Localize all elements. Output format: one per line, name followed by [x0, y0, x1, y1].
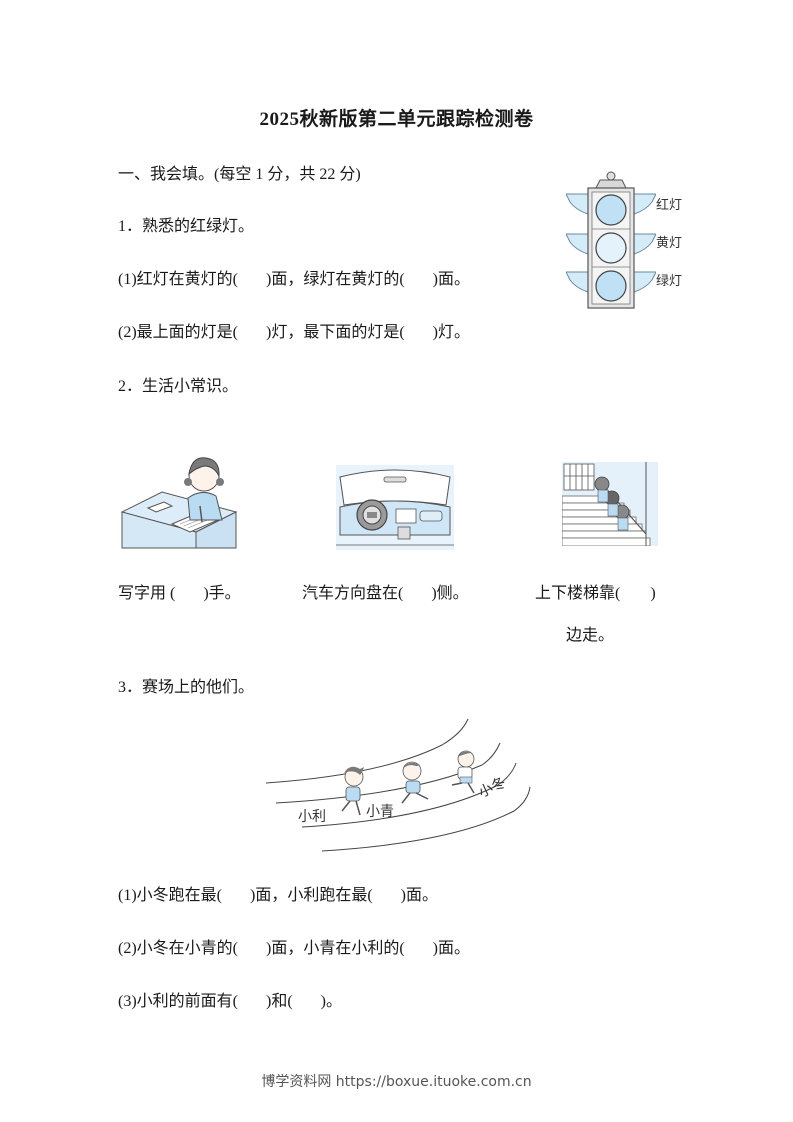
q3-item-2-suffix: )面。	[432, 940, 471, 957]
q3-item-2-mid: )面，小青在小利的(	[266, 940, 405, 957]
q1-item-1-suffix: )面。	[432, 271, 471, 288]
stairs-image	[562, 462, 658, 546]
q2-item-3: 上下楼梯靠()	[535, 579, 656, 603]
q2-item-1-prefix: 写字用 (	[118, 585, 176, 602]
traffic-light-illustration	[566, 170, 656, 312]
label-yellow-light: 黄灯	[656, 236, 683, 251]
q3-item-1-prefix: (1)小冬跑在最(	[118, 887, 222, 904]
traffic-light-icon	[566, 171, 656, 309]
q3-item-1-mid: )面，小利跑在最(	[250, 887, 373, 904]
q3-item-1-suffix: )面。	[400, 887, 439, 904]
q2-title: 2．生活小常识。	[118, 378, 239, 395]
q2-item-3-suffix: )	[650, 585, 656, 602]
q1-item-1-mid: )面，绿灯在黄灯的(	[266, 271, 405, 288]
q3-title: 3．赛场上的他们。	[118, 679, 255, 696]
stairs-icon	[562, 462, 658, 546]
q3-item-3: (3)小利的前面有( )和( )。	[118, 987, 342, 1011]
q1-title: 1．熟悉的红绿灯。	[118, 218, 255, 235]
q2-item-2: 汽车方向盘在( )侧。	[302, 579, 469, 603]
label-green-light: 绿灯	[656, 274, 683, 289]
runner-label-xiaoli: 小利	[298, 809, 326, 825]
q3-item-2-prefix: (2)小冬在小青的(	[118, 940, 238, 957]
car-dashboard-image	[336, 465, 454, 550]
q2-item-3-prefix: 上下楼梯靠(	[535, 585, 621, 602]
label-red-light: 红灯	[656, 198, 683, 213]
q2-item-1-suffix: )手。	[203, 585, 241, 602]
car-dashboard-icon	[336, 465, 454, 550]
q2-item-3-continuation: 边走。	[566, 627, 615, 644]
runner-label-xiaoqing: 小青	[366, 804, 394, 820]
q2-item-2-suffix: )侧。	[431, 585, 469, 602]
q3-item-3-mid: )和(	[266, 993, 293, 1010]
page-title: 2025秋新版第二单元跟踪检测卷	[259, 109, 534, 130]
q3-item-3-suffix: )。	[320, 993, 343, 1010]
race-track-icon	[265, 718, 531, 852]
girl-writing-image	[118, 450, 248, 550]
section-heading: 一、我会填。(每空 1 分，共 22 分)	[118, 166, 361, 183]
q1-item-2-prefix: (2)最上面的灯是(	[118, 324, 238, 341]
q3-item-3-prefix: (3)小利的前面有(	[118, 993, 238, 1010]
footer-source: 博学资料网 https://boxue.ituoke.com.cn	[261, 1074, 532, 1090]
q1-item-1: (1)红灯在黄灯的( )面，绿灯在黄灯的( )面。	[118, 265, 470, 289]
q2-item-1: 写字用 ( )手。	[118, 579, 241, 603]
q3-item-1: (1)小冬跑在最( )面，小利跑在最( )面。	[118, 881, 438, 905]
girl-writing-icon	[120, 457, 238, 549]
q1-item-1-prefix: (1)红灯在黄灯的(	[118, 271, 238, 288]
q3-item-2: (2)小冬在小青的( )面，小青在小利的( )面。	[118, 934, 470, 958]
q1-item-2-suffix: )灯。	[432, 324, 471, 341]
q1-item-2-mid: )灯，最下面的灯是(	[266, 324, 405, 341]
q1-item-2: (2)最上面的灯是( )灯，最下面的灯是( )灯。	[118, 318, 470, 342]
q2-item-2-prefix: 汽车方向盘在(	[302, 585, 404, 602]
race-track-image: 小利 小青 小冬	[262, 715, 534, 855]
